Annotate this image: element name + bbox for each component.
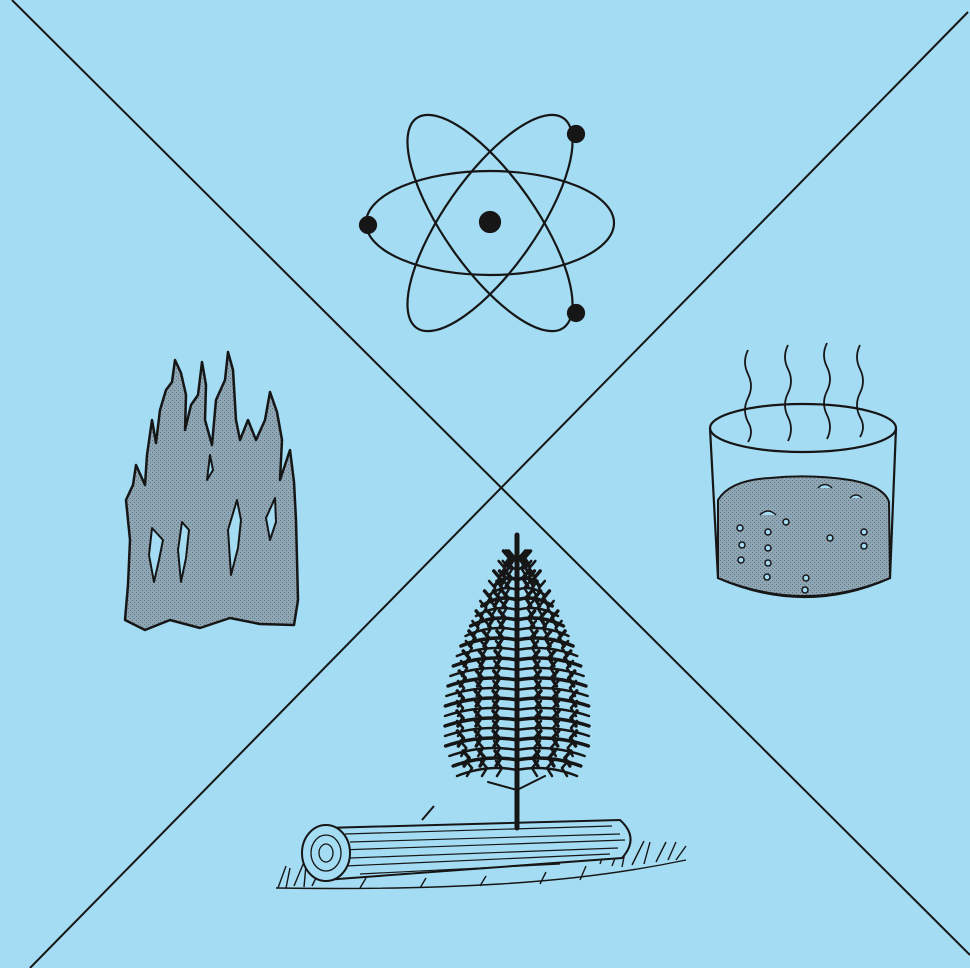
bubble: [861, 543, 867, 549]
bubble: [765, 545, 771, 551]
bubble: [738, 557, 744, 563]
bubble: [802, 587, 808, 593]
bubble: [803, 575, 809, 581]
atom-nucleus: [480, 212, 500, 232]
log-end: [302, 825, 350, 881]
atom-electron: [360, 217, 376, 233]
bubble: [764, 574, 770, 580]
bubble: [783, 519, 789, 525]
atom-electron: [568, 305, 584, 321]
bubble: [765, 560, 771, 566]
bubble: [737, 525, 743, 531]
atom-electron: [568, 126, 584, 142]
bubble: [739, 542, 745, 548]
bubble: [765, 529, 771, 535]
bubble: [827, 535, 833, 541]
bubble: [861, 529, 867, 535]
